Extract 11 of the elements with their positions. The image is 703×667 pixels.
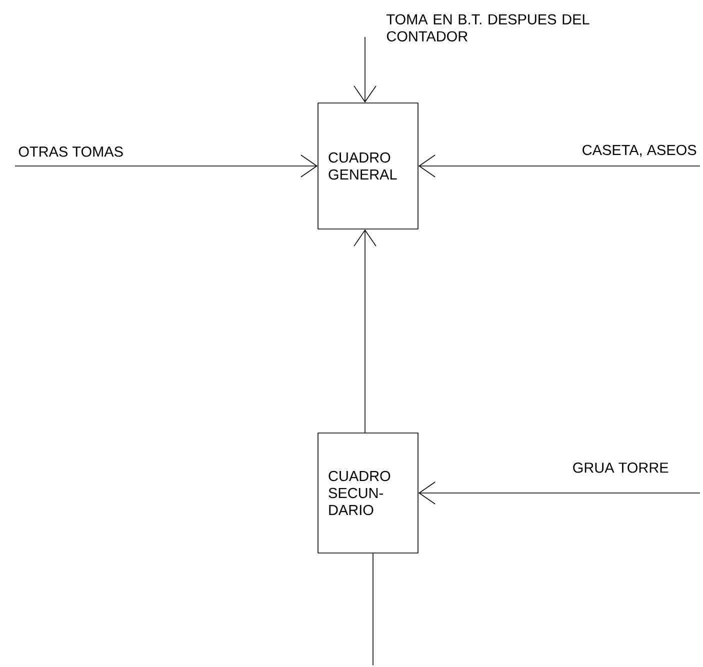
process-box: CUADRO SECUN- DARIO <box>318 432 418 554</box>
arrow <box>354 229 376 433</box>
arrow <box>418 154 700 178</box>
arrow <box>418 482 700 504</box>
source-label: GRUA TORRE <box>573 462 668 473</box>
source-label: OTRAS TOMAS <box>18 146 123 157</box>
arrow <box>354 36 376 103</box>
source-label: CASETA, ASEOS <box>582 144 696 157</box>
source-label: TOMA EN B.T. DESPUES DEL CONTADOR <box>386 14 590 42</box>
process-box: CUADRO GENERAL <box>318 102 418 230</box>
arrow <box>14 154 318 178</box>
